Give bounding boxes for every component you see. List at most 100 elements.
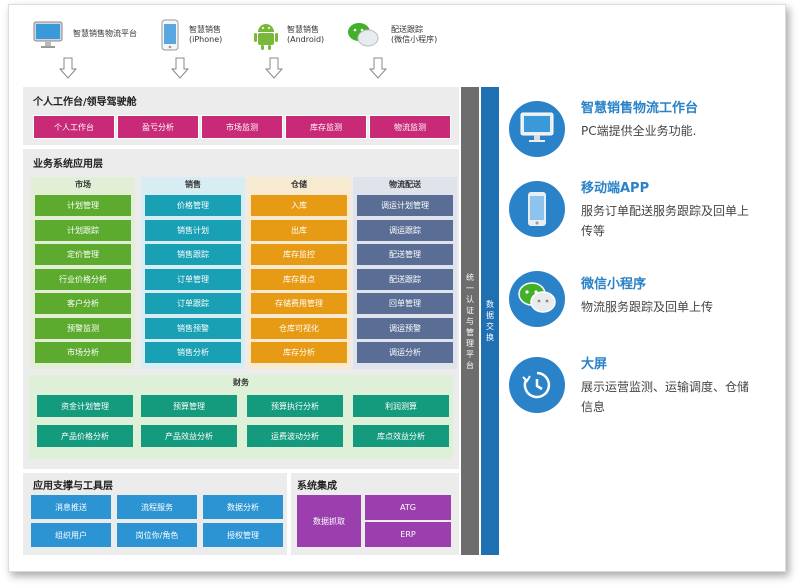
integration-item: ATG (365, 495, 451, 520)
business-title: 业务系统应用层 (33, 159, 103, 170)
feature-desc: 信息 (581, 400, 606, 414)
device-sublabel: (微信小程序) (391, 35, 438, 44)
column-header: 市场 (75, 179, 91, 189)
monitor-icon (520, 112, 554, 142)
support-item: 组织用户 (31, 523, 111, 547)
device-label: 智慧销售 (287, 25, 319, 34)
support-item: 消息推送 (31, 495, 111, 519)
device-sublabel: (Android) (287, 35, 325, 44)
bar-char: 换 (486, 333, 494, 342)
phone-icon (528, 192, 546, 226)
bar-char: 统 (466, 272, 474, 282)
android-icon (254, 24, 278, 50)
auth-platform-bar: 统一认证与管理平台 (461, 87, 479, 555)
feature-desc: 物流服务跟踪及回单上传 (581, 300, 714, 314)
bar-char: 理 (466, 338, 474, 348)
support-item: 授权管理 (203, 523, 283, 547)
module-item: 出库 (251, 219, 347, 241)
bar-char: 据 (486, 311, 494, 320)
module-item: 调运预警 (357, 317, 453, 339)
module-item: 库存盘点 (251, 268, 347, 290)
clock-icon (522, 371, 551, 399)
workbench-item: 库存监测 (285, 115, 367, 139)
support-item: 数据分析 (203, 495, 283, 519)
module-item: 入库 (251, 195, 347, 216)
column-header: 仓储 (291, 179, 307, 189)
bar-char: 证 (466, 305, 474, 315)
device-label: 智慧销售 (189, 25, 221, 34)
finance-title: 财务 (233, 377, 249, 387)
feature-desc: 传等 (581, 224, 606, 238)
module-item: 行业价格分析 (35, 268, 131, 290)
feature-desc: 展示运营监测、运输调度、仓储 (581, 380, 750, 394)
column-header: 物流配送 (389, 179, 421, 189)
down-arrow-icon (171, 57, 189, 79)
down-arrow-icon (265, 57, 283, 79)
module-item: 价格管理 (145, 195, 241, 216)
module-item: 市场分析 (35, 342, 131, 363)
module-item: 调运计划管理 (357, 195, 453, 216)
finance-item: 利润测算 (353, 395, 449, 417)
finance-item: 预算管理 (141, 395, 237, 417)
monitor-icon (33, 21, 63, 48)
integration-item: ERP (365, 522, 451, 547)
module-item: 客户分析 (35, 293, 131, 314)
module-item: 计划管理 (35, 195, 131, 216)
support-item: 流程服务 (117, 495, 197, 519)
device-sublabel: (iPhone) (189, 35, 223, 44)
workbench-item: 盈亏分析 (117, 115, 199, 139)
module-item: 配送管理 (357, 244, 453, 265)
bar-char: 与 (466, 316, 474, 326)
module-item: 库存分析 (251, 342, 347, 363)
device-label: 智慧销售物流平台 (73, 29, 137, 38)
module-item: 销售跟踪 (145, 244, 241, 265)
feature-desc: 服务订单配送服务跟踪及回单上 (581, 204, 750, 218)
integration-item: 数据抓取 (297, 495, 361, 547)
module-item: 回单管理 (357, 293, 453, 314)
module-item: 销售计划 (145, 219, 241, 241)
module-item: 订单跟踪 (145, 293, 241, 314)
bar-char: 一 (466, 283, 474, 293)
workbench-item: 物流监测 (369, 115, 451, 139)
integration-title: 系统集成 (297, 481, 337, 492)
column-header: 销售 (185, 179, 201, 189)
module-item: 预警监测 (35, 317, 131, 339)
feature-title: 大屏 (581, 357, 608, 372)
feature-title: 微信小程序 (581, 277, 647, 292)
module-item: 存储费用管理 (251, 293, 347, 314)
feature-title: 移动端APP (581, 181, 650, 196)
finance-item: 资金计划管理 (37, 395, 133, 417)
module-item: 定价管理 (35, 244, 131, 265)
wechat-icon (518, 282, 556, 313)
module-item: 库存监控 (251, 244, 347, 265)
module-item: 调运分析 (357, 342, 453, 363)
device-label: 配送跟踪 (391, 25, 423, 34)
module-item: 订单管理 (145, 268, 241, 290)
support-title: 应用支撑与工具层 (33, 481, 113, 492)
workbench-item: 市场监测 (201, 115, 283, 139)
finance-item: 运费波动分析 (247, 425, 343, 447)
module-item: 销售分析 (145, 342, 241, 363)
data-exchange-bar: 数据交换 (481, 87, 499, 555)
module-item: 调运跟踪 (357, 219, 453, 241)
down-arrow-icon (59, 57, 77, 79)
module-item: 计划跟踪 (35, 219, 131, 241)
feature-desc: PC端提供全业务功能. (581, 124, 697, 138)
personal-title: 个人工作台/领导驾驶舱 (33, 97, 137, 108)
diagram-frame: 智慧销售物流平台 智慧销售 (iPhone) 智 (8, 4, 786, 572)
support-item: 岗位你/角色 (117, 523, 197, 547)
module-item: 仓库可视化 (251, 317, 347, 339)
bar-char: 平 (466, 349, 474, 359)
module-item: 配送跟踪 (357, 268, 453, 290)
finance-item: 库点效益分析 (353, 425, 449, 447)
finance-item: 产品价格分析 (37, 425, 133, 447)
finance-item: 产品效益分析 (141, 425, 237, 447)
wechat-icon (348, 23, 379, 47)
finance-item: 预算执行分析 (247, 395, 343, 417)
iphone-icon (161, 19, 179, 51)
bar-char: 交 (486, 322, 494, 331)
feature-title: 智慧销售物流工作台 (581, 101, 699, 116)
bar-char: 认 (466, 294, 474, 304)
bar-char: 数 (486, 300, 494, 309)
workbench-item: 个人工作台 (33, 115, 115, 139)
